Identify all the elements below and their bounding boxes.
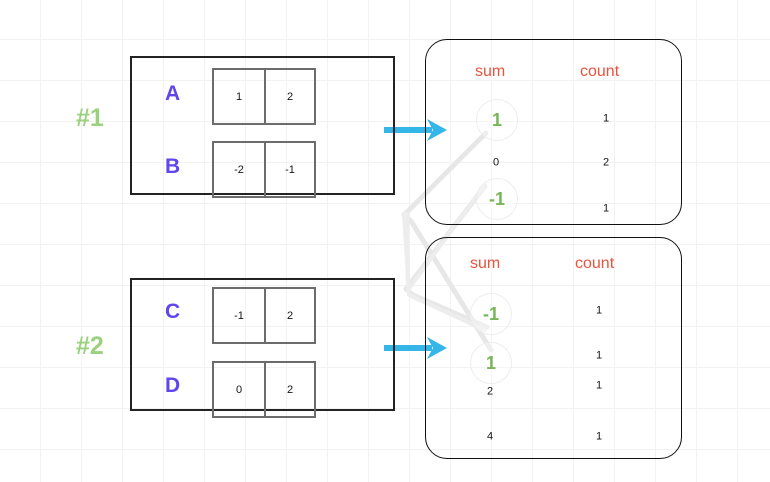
table-1-header-sum: sum — [475, 63, 506, 80]
group-2-row-0-letter: C — [165, 300, 181, 323]
group-box-1 — [130, 56, 395, 195]
group-1-row-0-cell-0: 1 — [235, 90, 243, 103]
group-1-row-1-letter: B — [165, 155, 181, 178]
arrow-group2-to-table2 — [384, 337, 447, 359]
table-panel-2 — [425, 237, 682, 459]
group-2-row-1-cells: 0 2 — [212, 361, 316, 418]
group-2-row-1-letter: D — [165, 374, 181, 397]
table-2-row-0-count: 1 — [595, 304, 603, 317]
group-1-row-0-cell-1: 2 — [264, 70, 314, 123]
group-2-row-0-cells: -1 2 — [212, 287, 316, 344]
table-2-row-3-sum: 4 — [486, 430, 494, 443]
table-1-row-0-count: 1 — [602, 112, 610, 125]
table-1-row-2-ring — [476, 178, 518, 220]
group-box-2 — [130, 278, 395, 411]
table-2-row-3-count: 1 — [595, 430, 603, 443]
table-1-row-2-sum: -1 — [488, 189, 506, 209]
group-2-row-0-cell-0: -1 — [234, 309, 244, 322]
table-2-row-0-sum: -1 — [482, 304, 500, 324]
group-2-row-0-cell-1: 2 — [264, 289, 314, 342]
step-label-2: #2 — [76, 332, 104, 360]
table-2-row-2-sum: 2 — [486, 385, 494, 398]
table-2-row-1-sum: 1 — [485, 353, 497, 373]
link-sum-1-path-b — [405, 185, 485, 292]
table-2-header-count: count — [575, 255, 615, 272]
arrow-group1-to-table1 — [384, 119, 447, 141]
table-2-row-0-ring — [470, 293, 512, 335]
table-2-header-sum: sum — [470, 255, 501, 272]
group-1-row-0-letter: A — [165, 82, 181, 105]
group-1-row-1-cell-1: -1 — [264, 143, 314, 196]
table-2-row-1-ring — [470, 342, 512, 384]
step-label-1: #1 — [76, 104, 104, 132]
group-2-row-1-cell-0: 0 — [235, 383, 243, 396]
group-2-row-1-cell-1: 2 — [264, 363, 314, 416]
table-2-row-1-count: 1 — [595, 349, 603, 362]
table-panel-1 — [425, 39, 682, 225]
table-1-row-2-count: 1 — [602, 202, 610, 215]
group-1-row-1-cells: -2 -1 — [212, 141, 316, 198]
table-1-row-1-count: 2 — [602, 156, 610, 169]
group-1-row-0-cells: 1 2 — [212, 68, 316, 125]
table-1-header-count: count — [580, 63, 620, 80]
table-1-row-1-sum: 0 — [492, 156, 500, 169]
table-2-row-2-count: 1 — [595, 379, 603, 392]
table-1-row-0-ring — [476, 99, 518, 141]
group-1-row-1-cell-0: -2 — [234, 163, 244, 176]
table-1-row-0-sum: 1 — [491, 110, 503, 130]
